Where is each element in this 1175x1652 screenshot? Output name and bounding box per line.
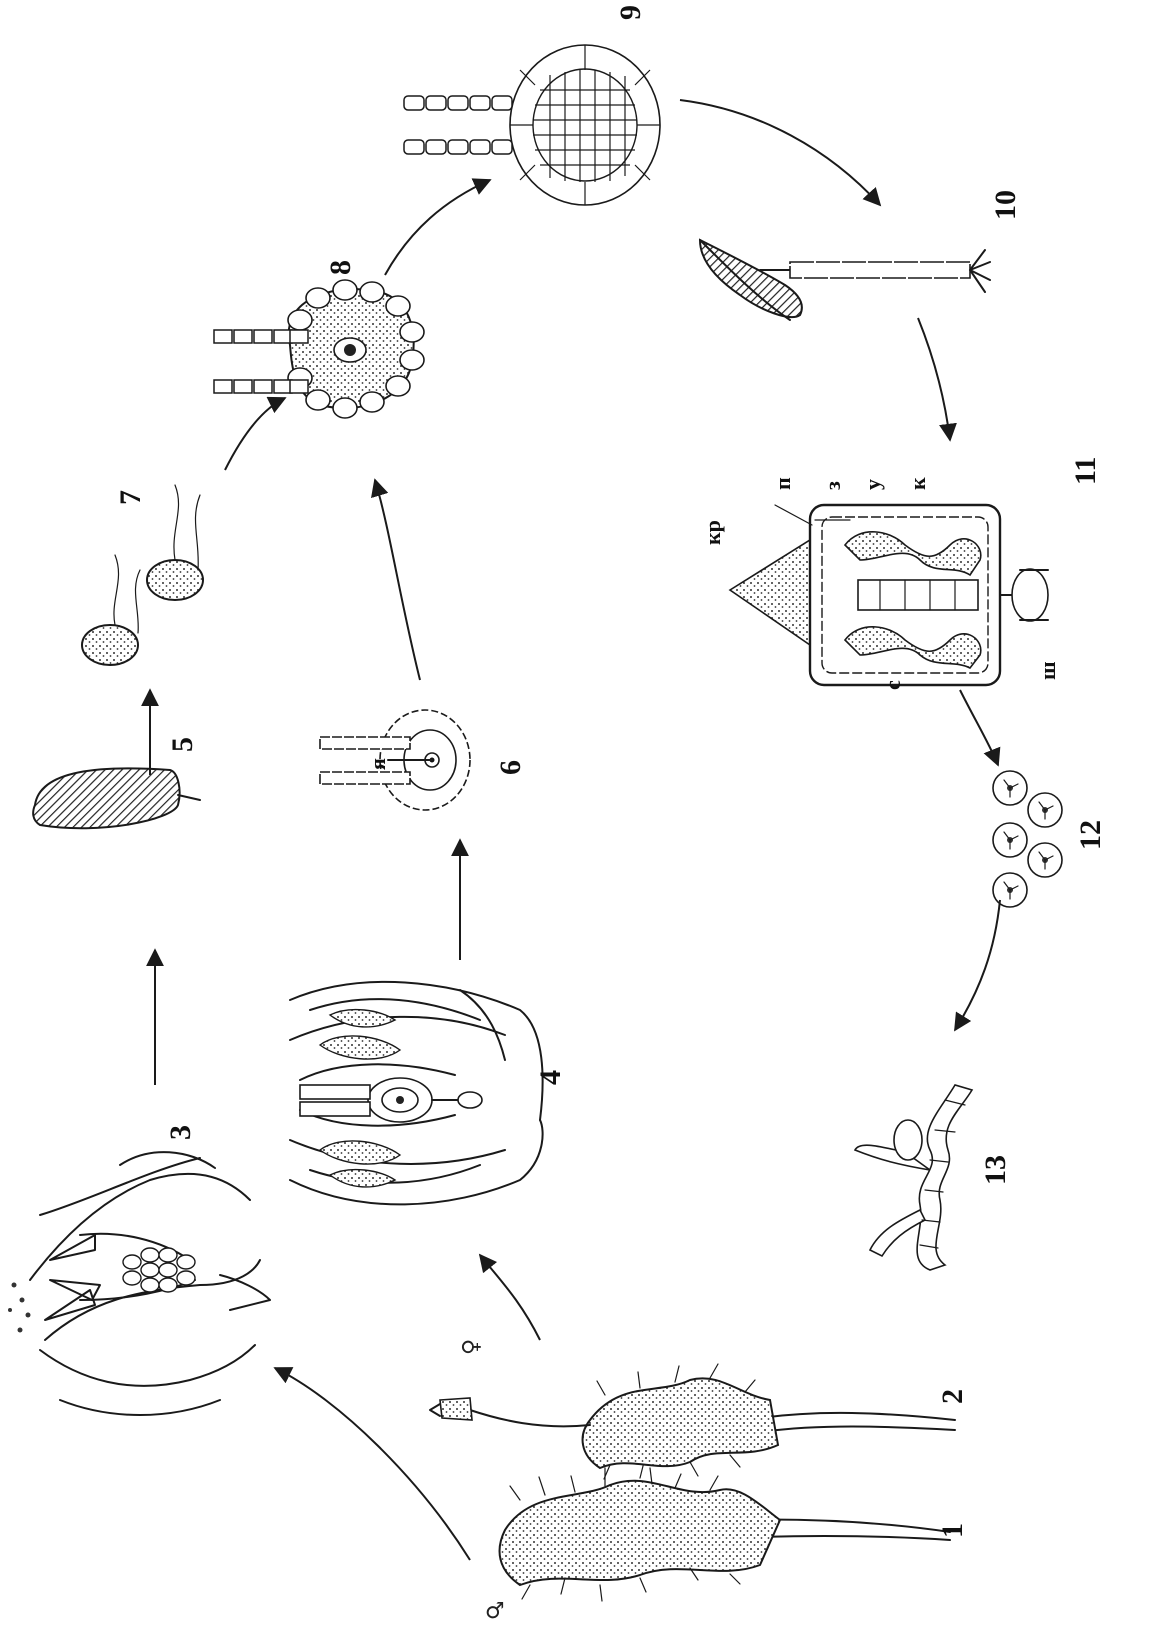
stage-4-archegonial-head-section bbox=[290, 982, 543, 1205]
label-z: з bbox=[820, 481, 845, 490]
cycle-arrows bbox=[150, 100, 1000, 1560]
stage-6-archegonium bbox=[320, 710, 470, 810]
stage-11-capsule-section bbox=[730, 505, 1048, 685]
stage-1-male-plant bbox=[500, 1462, 950, 1601]
stage-10-sporophyte bbox=[700, 240, 990, 320]
label-p-peristome: п bbox=[770, 477, 795, 490]
label-u: у bbox=[860, 479, 885, 490]
stage-label-7: 7 bbox=[114, 490, 147, 505]
female-symbol: ♀ bbox=[459, 1339, 484, 1355]
stage-13-protonema bbox=[855, 1085, 972, 1270]
stage-9-embryo bbox=[404, 45, 660, 205]
label-kr-lid: кр bbox=[700, 520, 725, 545]
stage-label-8: 8 bbox=[324, 260, 357, 275]
stage-label-9: 9 bbox=[614, 5, 647, 20]
stage-label-6: 6 bbox=[494, 760, 527, 775]
male-symbol: ♂ bbox=[485, 1599, 505, 1624]
stage-2-female-plant-with-capsule bbox=[430, 1364, 955, 1484]
stage-label-10: 10 bbox=[989, 190, 1022, 220]
stage-label-2: 2 bbox=[936, 1389, 969, 1404]
stage-7-gametes bbox=[82, 485, 203, 665]
stage-label-5: 5 bbox=[166, 737, 199, 752]
stage-label-3: 3 bbox=[164, 1125, 197, 1140]
stage-8-fertilized-archegonium bbox=[214, 280, 424, 418]
stage-5-antheridium bbox=[33, 768, 200, 828]
label-ya-egg: я bbox=[365, 758, 390, 770]
stage-label-12: 12 bbox=[1074, 820, 1107, 850]
stage-3-antheridial-rosette bbox=[8, 1152, 270, 1415]
label-sh-neck: ш bbox=[1035, 661, 1060, 680]
stage-12-spores bbox=[993, 771, 1062, 907]
label-k: к bbox=[905, 477, 930, 490]
stage-label-4: 4 bbox=[534, 1070, 567, 1085]
stage-label-13: 13 bbox=[979, 1155, 1012, 1185]
stage-label-1: 1 bbox=[936, 1523, 969, 1538]
label-s-spores: с bbox=[880, 680, 905, 690]
stage-label-11: 11 bbox=[1069, 457, 1102, 485]
